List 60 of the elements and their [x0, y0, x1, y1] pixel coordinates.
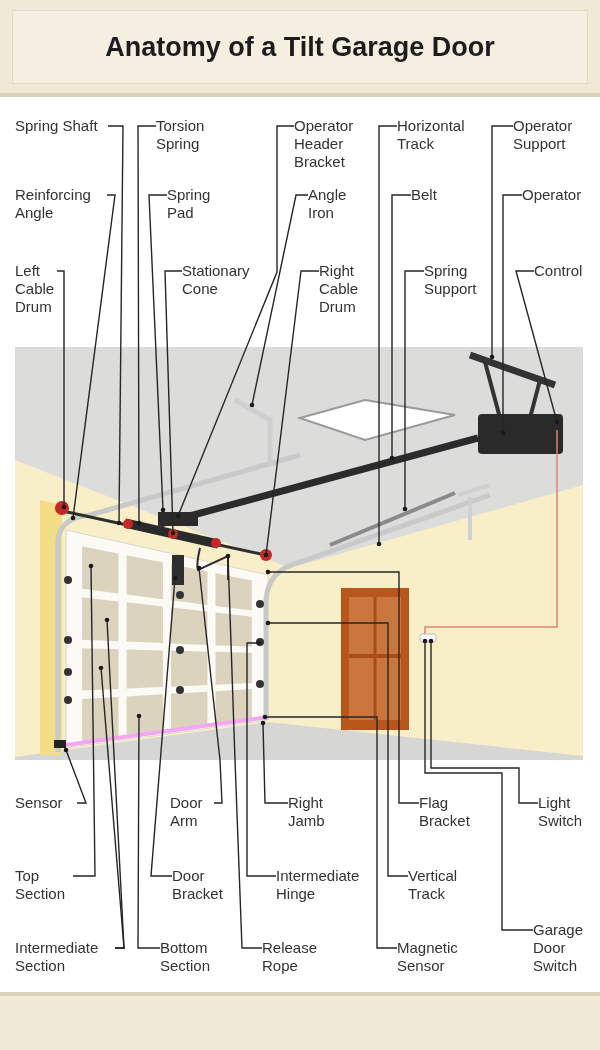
part-label: Control — [534, 262, 590, 280]
leader-line — [265, 620, 409, 877]
part-label: Spring Pad — [167, 186, 219, 222]
part-label: Horizontal Track — [397, 117, 477, 153]
leader-line — [402, 270, 425, 512]
part-label: Angle Iron — [308, 186, 360, 222]
part-label: Sensor — [15, 794, 77, 812]
part-label: Belt — [411, 186, 451, 204]
part-label: Left Cable Drum — [15, 262, 57, 316]
leader-line — [225, 553, 263, 949]
leader-line — [70, 194, 116, 521]
leader-line — [175, 125, 295, 519]
part-label: Flag Bracket — [419, 794, 479, 830]
part-label: Right Jamb — [288, 794, 336, 830]
leader-line — [150, 575, 178, 877]
leader-line — [72, 563, 96, 877]
leader-line — [500, 194, 523, 436]
leader-line — [107, 125, 124, 526]
leader-line — [136, 713, 161, 949]
part-label: Intermediate Section — [15, 939, 115, 975]
part-label: Spring Shaft — [15, 117, 108, 135]
part-label: Operator Header Bracket — [294, 117, 366, 171]
part-label: Release Rope — [262, 939, 324, 975]
part-label: Vertical Track — [408, 867, 470, 903]
part-label: Door Bracket — [172, 867, 232, 903]
leader-line — [63, 747, 87, 804]
leader-line — [196, 565, 223, 804]
part-label: Bottom Section — [160, 939, 220, 975]
leader-line — [376, 125, 398, 547]
leader-line — [389, 194, 412, 461]
part-label: Right Cable Drum — [319, 262, 367, 316]
diagram-title: Anatomy of a Tilt Garage Door — [105, 30, 495, 64]
leader-line — [262, 714, 398, 949]
leader-line — [515, 270, 560, 425]
part-label: Stationary Cone — [182, 262, 260, 298]
leader-line — [265, 569, 420, 804]
part-label: Operator Support — [513, 117, 585, 153]
leader-line — [56, 270, 67, 510]
leader-line — [489, 125, 514, 360]
leader-line — [428, 638, 539, 804]
part-label: Operator — [522, 186, 592, 204]
leader-line — [136, 125, 157, 526]
part-label: Light Switch — [538, 794, 590, 830]
leader-line — [104, 617, 125, 949]
leader-line — [249, 194, 309, 408]
part-label: Intermediate Hinge — [276, 867, 368, 903]
leader-line — [148, 194, 168, 513]
part-label: Top Section — [15, 867, 73, 903]
part-label: Reinforcing Angle — [15, 186, 107, 222]
part-label: Spring Support — [424, 262, 488, 298]
part-label: Garage Door Switch — [533, 921, 591, 975]
leader-line — [164, 270, 183, 536]
leader-line — [263, 270, 320, 558]
part-label: Magnetic Sensor — [397, 939, 469, 975]
leader-line — [422, 638, 534, 931]
leader-line — [98, 665, 125, 949]
leader-line — [260, 720, 289, 804]
part-label: Door Arm — [170, 794, 214, 830]
part-label: Torsion Spring — [156, 117, 226, 153]
leader-line — [246, 640, 277, 877]
